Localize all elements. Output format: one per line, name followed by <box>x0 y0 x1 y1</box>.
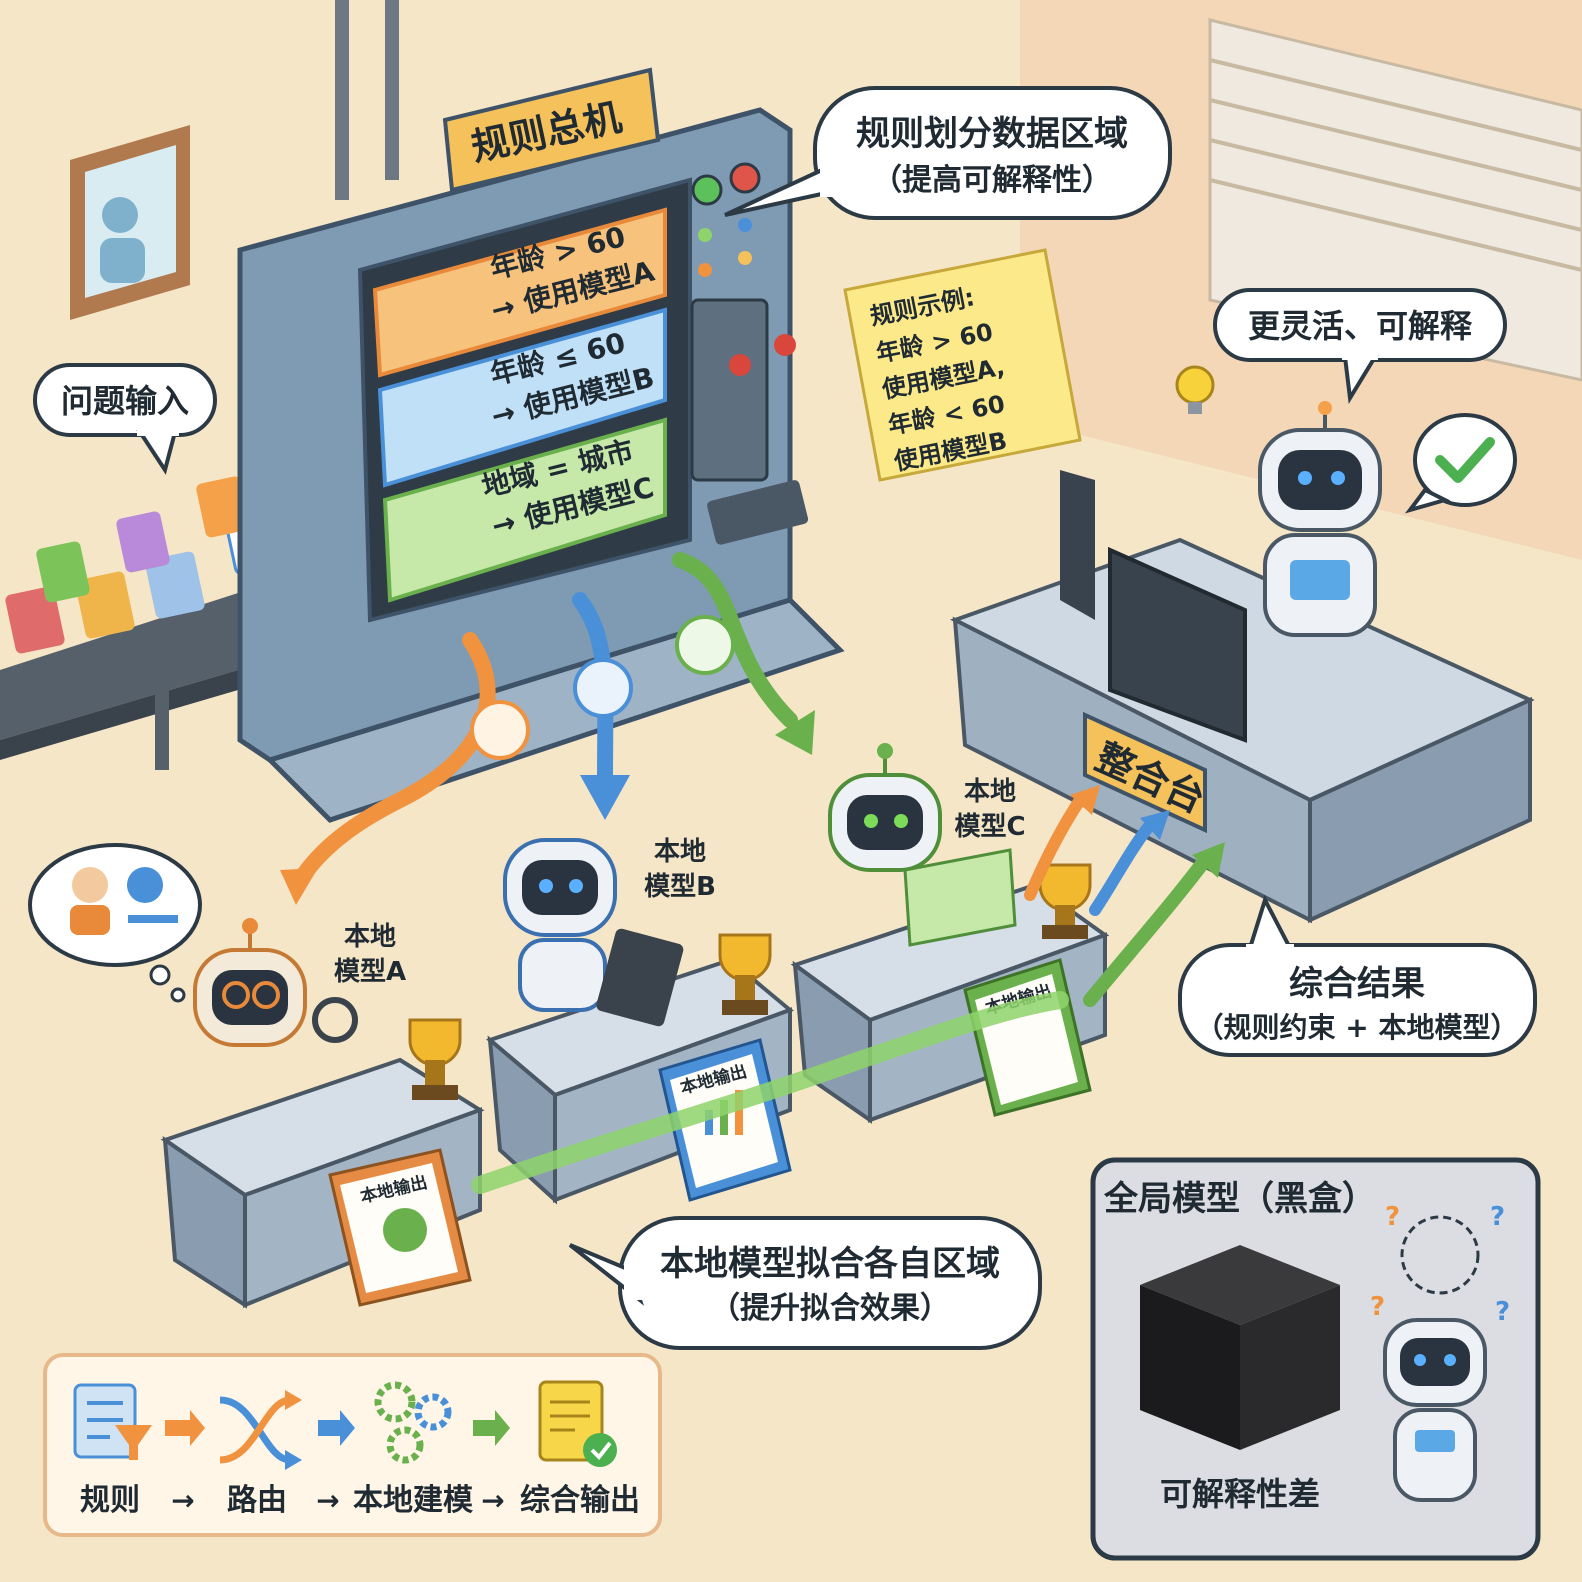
flow-arrow-orange <box>280 632 530 905</box>
gears-icon <box>374 1381 452 1464</box>
legend-panel: 规则 → 路由 → 本地建模 → 综合输出 <box>43 1353 662 1537</box>
bubble-input: 问题输入 <box>33 363 217 475</box>
robot-model-a <box>193 918 358 1047</box>
black-box-cube <box>1140 1245 1340 1450</box>
check-bubble <box>1404 413 1517 514</box>
light-bulb-icon <box>1175 365 1215 414</box>
global-model-caption: 可解释性差 <box>1160 1475 1320 1513</box>
bubble-local-fit: 本地模型拟合各自区域 （提升拟合效果） <box>568 1216 1042 1350</box>
trophy-a-icon <box>408 1018 462 1100</box>
local-model-a-line1: 本地 <box>344 922 396 952</box>
legend-arrow-1-icon <box>165 1410 205 1446</box>
bubble-flexible-text: 更灵活、可解释 <box>1248 307 1473 345</box>
legend-text-arrow-2: → <box>316 1484 339 1517</box>
check-icon <box>1435 437 1495 483</box>
legend-step-local-modeling: 本地建模 <box>353 1483 473 1518</box>
confused-robot: ? ? ? ? <box>1370 1202 1510 1502</box>
legend-step-rules: 规则 <box>80 1483 140 1518</box>
trophy-b-icon <box>718 933 772 1015</box>
flow-arrow-green <box>672 552 815 755</box>
question-icon-2: ? <box>1490 1202 1505 1232</box>
question-icon-3: ? <box>1370 1292 1385 1322</box>
legend-step-routing: 路由 <box>227 1483 287 1518</box>
bubble-partition: 规则划分数据区域 （提高可解释性） <box>724 86 1172 220</box>
local-model-c-line2: 模型C <box>954 812 1025 842</box>
local-model-c-label: 本地 模型C <box>954 777 1025 842</box>
legend-text-arrow-3: → <box>481 1484 504 1517</box>
legend-text-arrow-1: → <box>171 1484 194 1517</box>
rules-checklist-icon <box>73 1383 152 1460</box>
bubble-local-fit-title: 本地模型拟合各自区域 <box>660 1244 1000 1284</box>
bubble-result: 综合结果 （规则约束 + 本地模型） <box>1178 894 1537 1057</box>
trophy-c-icon <box>1038 863 1092 939</box>
sticky-note: 规则示例: 年龄 > 60 使用模型A, 年龄 < 60 使用模型B <box>843 248 1082 482</box>
output-document-icon <box>538 1380 617 1467</box>
thought-bubble-model-a <box>28 843 202 1003</box>
routing-shuffle-icon <box>219 1390 302 1470</box>
global-model-title: 全局模型（黑盒） <box>1103 1179 1376 1219</box>
local-model-b-line1: 本地 <box>654 837 706 867</box>
legend-arrow-3-icon <box>473 1410 510 1446</box>
integration-monitor <box>1060 470 1247 743</box>
bubble-partition-title: 规则划分数据区域 <box>856 114 1128 154</box>
global-model-panel: 全局模型（黑盒） 可解释性差 ? ? ? ? <box>1090 1157 1541 1561</box>
bubble-result-sub: （规则约束 + 本地模型） <box>1196 1011 1519 1044</box>
local-model-a-label: 本地 模型A <box>334 922 406 987</box>
robot-model-c <box>828 743 1017 947</box>
bubble-result-title: 综合结果 <box>1289 964 1425 1004</box>
tangle-icon <box>1400 1215 1480 1295</box>
local-model-c-line1: 本地 <box>964 777 1016 807</box>
bubble-local-fit-sub: （提升拟合效果） <box>710 1291 950 1326</box>
legend-arrow-2-icon <box>318 1410 355 1446</box>
machine-controls <box>690 162 809 545</box>
bubble-flexible: 更灵活、可解释 <box>1213 288 1507 404</box>
bubble-input-text: 问题输入 <box>61 382 189 420</box>
pie-chart-icon <box>127 867 163 903</box>
question-icon-4: ? <box>1495 1297 1510 1327</box>
wall-picture-frame <box>70 125 190 320</box>
bubble-partition-sub: （提高可解释性） <box>872 163 1112 198</box>
local-model-b-line2: 模型B <box>644 872 716 902</box>
question-icon-1: ? <box>1385 1202 1400 1232</box>
flow-arrow-blue <box>572 592 633 820</box>
robot-model-b <box>503 838 684 1027</box>
local-model-b-label: 本地 模型B <box>644 837 716 902</box>
machine-title-sign: 规则总机 <box>442 67 661 193</box>
integration-robot <box>1258 401 1382 637</box>
flow-arrows-to-integration <box>471 785 1225 1194</box>
local-model-a-line2: 模型A <box>334 957 406 987</box>
clipboard-output-a: 本地输出 <box>328 1148 472 1307</box>
legend-step-output: 综合输出 <box>520 1483 640 1518</box>
person-avatar-icon <box>72 867 108 903</box>
